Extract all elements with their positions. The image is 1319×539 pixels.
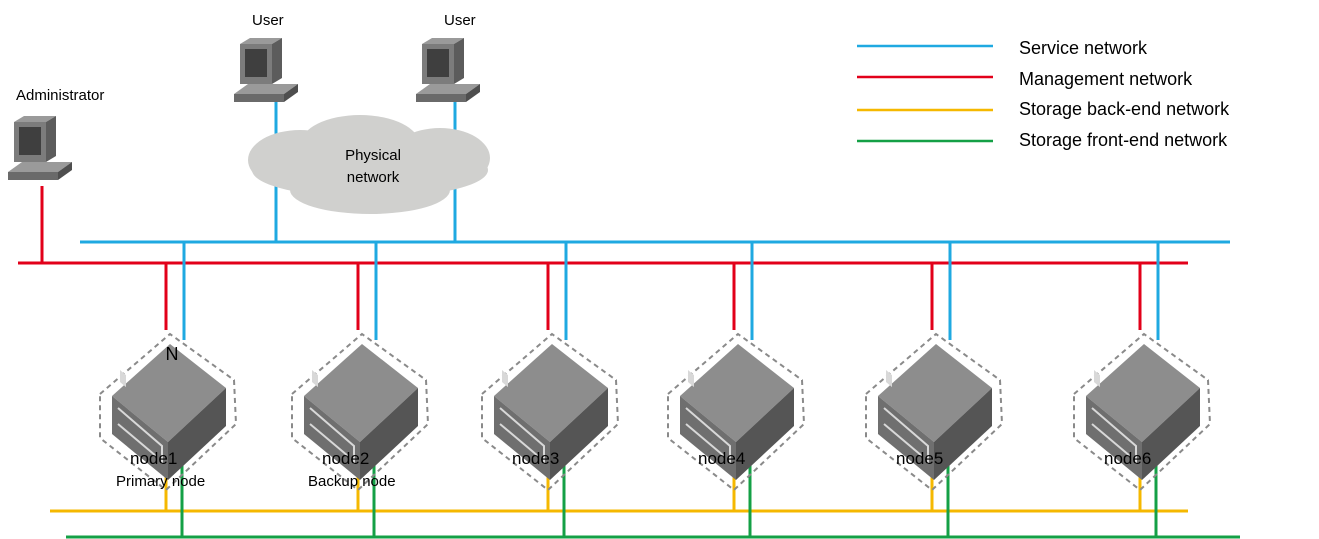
user-workstation-1: User	[234, 12, 298, 102]
legend-label-service: Service network	[1019, 38, 1148, 58]
server-node4: node4	[667, 333, 805, 491]
computer-icon	[8, 116, 72, 180]
node-name-label: node3	[512, 449, 559, 468]
cloud-label-line1: Physical	[345, 147, 401, 164]
node-name-label: node4	[698, 449, 745, 468]
administrator-workstation: Administrator	[8, 87, 104, 180]
node-name-label: node1	[130, 449, 177, 468]
legend: Service network Management network Stora…	[857, 38, 1230, 150]
legend-label-management: Management network	[1019, 69, 1193, 89]
computer-icon	[234, 38, 298, 102]
server-node5: node5	[865, 333, 1003, 491]
user-label: User	[252, 12, 284, 29]
node-badge: N	[166, 344, 179, 364]
legend-label-storage-backend: Storage back-end network	[1019, 99, 1230, 119]
legend-label-storage-frontend: Storage front-end network	[1019, 130, 1228, 150]
physical-network-cloud: Physical network	[248, 115, 490, 214]
computer-icon	[416, 38, 480, 102]
node-name-label: node2	[322, 449, 369, 468]
server-node3: node3	[481, 333, 619, 491]
node-name-label: node5	[896, 449, 943, 468]
user-workstation-2: User	[416, 12, 480, 102]
node-role-label: Primary node	[116, 473, 205, 490]
node-role-label: Backup node	[308, 473, 396, 490]
user-label: User	[444, 12, 476, 29]
server-node6: node6	[1073, 333, 1211, 491]
administrator-label: Administrator	[16, 87, 104, 104]
node-name-label: node6	[1104, 449, 1151, 468]
cloud-label-line2: network	[347, 169, 400, 186]
